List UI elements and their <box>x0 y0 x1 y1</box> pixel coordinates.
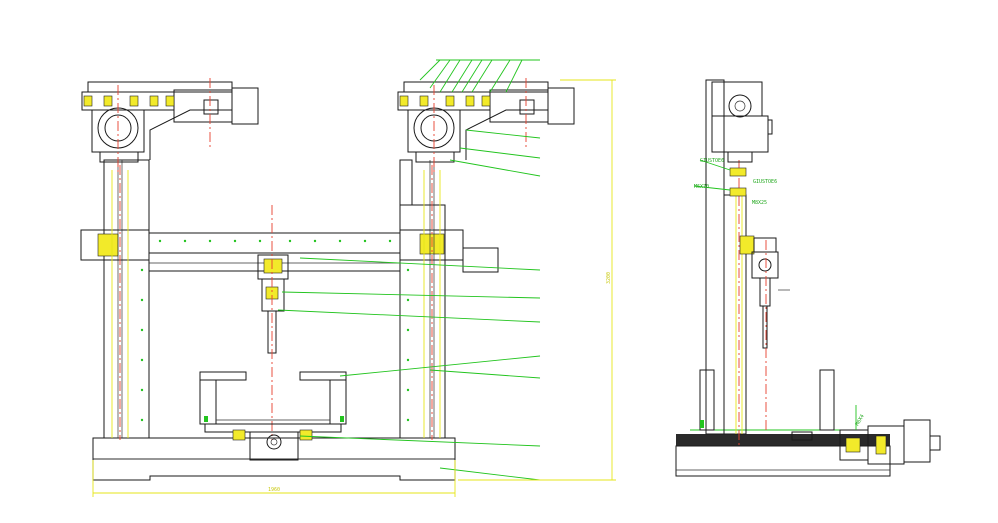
front-base <box>92 437 456 481</box>
side-label-2: M6X70 <box>694 184 709 190</box>
front-right-gearbox <box>397 78 575 175</box>
front-view: 1960 3200 <box>80 59 616 497</box>
side-gearbox <box>711 81 773 197</box>
side-carriage <box>739 235 790 430</box>
side-base <box>675 429 891 477</box>
front-spindle-carriage <box>257 205 289 440</box>
side-label-1: GIUSTOE6 <box>700 158 724 164</box>
front-column-bolts <box>140 268 410 422</box>
side-label-5: M6X4 <box>855 414 866 427</box>
side-fixtures <box>699 369 835 441</box>
side-label-4: M8X25 <box>752 200 767 206</box>
front-left-gearbox <box>81 78 259 175</box>
side-label-3: GIUSTOE6 <box>753 179 777 185</box>
side-view: GIUSTOE6 M6X70 GIUSTOE6 M8X25 M6X4 <box>675 79 941 477</box>
front-dimensions <box>92 79 616 497</box>
front-fixture <box>199 371 347 461</box>
front-right-column <box>399 159 499 440</box>
side-drive-unit <box>839 419 941 465</box>
front-leader-lines <box>277 59 541 481</box>
front-width-dimension: 1960 <box>268 487 280 493</box>
front-left-column <box>80 159 150 440</box>
front-height-dimension: 3200 <box>606 272 612 284</box>
